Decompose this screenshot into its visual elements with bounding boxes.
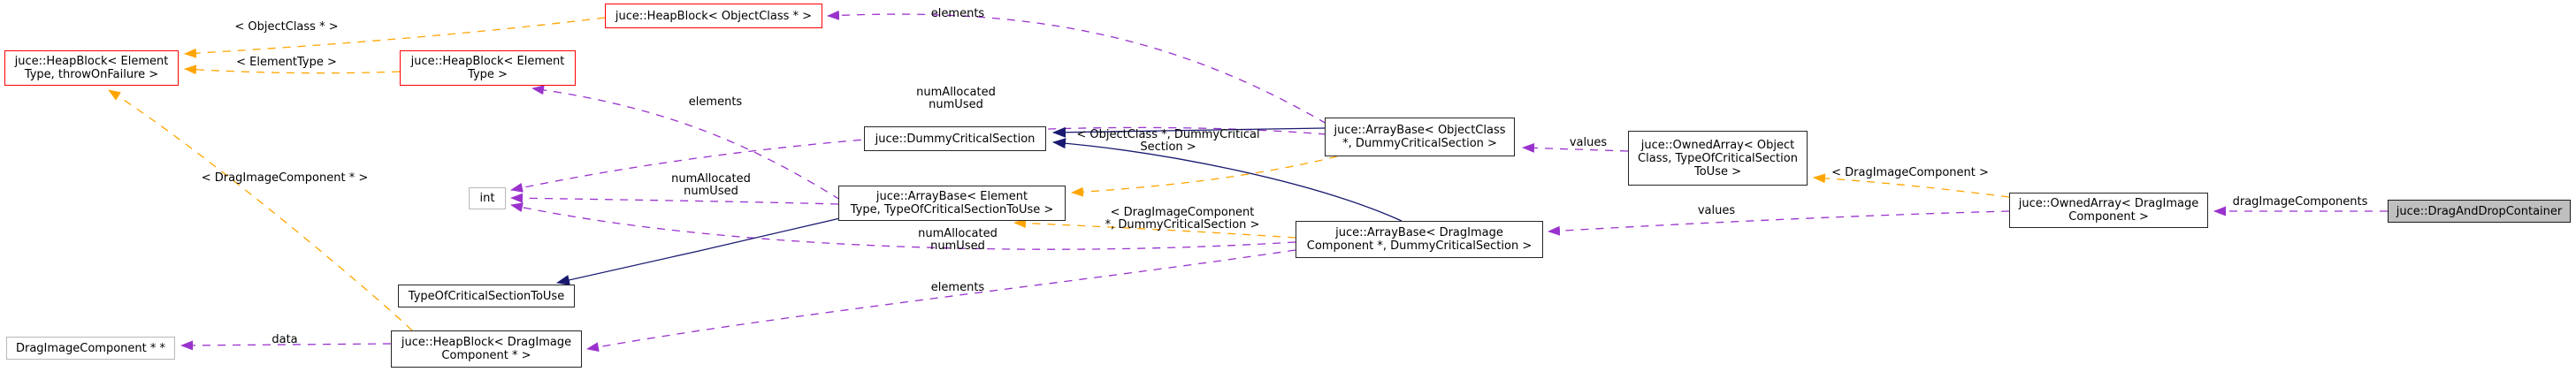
class-node-heapblock-dragimagecomponent[interactable]: juce::HeapBlock< DragImage Component * >	[391, 330, 582, 368]
edge-label-data: data	[271, 333, 298, 346]
class-node-draganddropcontainer: juce::DragAndDropContainer	[2388, 200, 2571, 223]
edge-template-objectclass-dummy	[1071, 156, 1338, 197]
edge-template-objectclass-star	[184, 17, 606, 58]
edge-template-elementtype	[184, 65, 401, 75]
type-node-dragimagecomponent-ptr-ptr: DragImageComponent * *	[6, 337, 175, 360]
class-node-ownedarray-objectclass[interactable]: juce::OwnedArray< Object Class, TypeOfCr…	[1628, 131, 1808, 186]
edge-label-elements-mid: elements	[688, 95, 743, 109]
edge-inherit-arraybase-objectclass-dummycriticalsection	[1052, 126, 1326, 138]
class-node-heapblock-element-throwonfailure[interactable]: juce::HeapBlock< Element Type, throwOnFa…	[4, 50, 179, 86]
edge-label-numallocated-bottom: numAllocated numUsed	[918, 227, 998, 253]
class-node-heapblock-elementtype[interactable]: juce::HeapBlock< Element Type >	[400, 50, 576, 86]
edge-template-dragimagecomponent	[1813, 173, 2010, 198]
edge-label-elements-bottom: elements	[930, 281, 985, 294]
class-node-dummycriticalsection[interactable]: juce::DummyCriticalSection	[864, 126, 1046, 151]
edge-elements-to-heapblock-objectclass	[827, 10, 1327, 125]
edge-template-dragimage-dummy	[1013, 218, 1296, 239]
class-node-heapblock-objectclass-ptr[interactable]: juce::HeapBlock< ObjectClass * >	[605, 4, 822, 28]
edge-numallocated-from-arraybase-dragimage	[510, 202, 1296, 250]
edge-numallocated-from-arraybase-elementtype	[510, 193, 839, 205]
edge-values-bottom	[1548, 210, 2010, 236]
class-node-arraybase-objectclass[interactable]: juce::ArrayBase< ObjectClass *, DummyCri…	[1325, 118, 1515, 156]
type-node-int: int	[469, 187, 506, 209]
edge-inherit-arraybase-dragimage-dummycriticalsection	[1052, 138, 1403, 222]
edge-label-numallocated-top: numAllocated numUsed	[916, 86, 996, 111]
edge-label-values-bottom: values	[1697, 204, 1736, 217]
edge-elements-to-heapblock-dragimage	[586, 249, 1296, 353]
edge-label-template-dragimagecomponent-star: < DragImageComponent * >	[201, 171, 369, 185]
edge-label-elements-top: elements	[930, 7, 985, 20]
edge-label-values-top: values	[1569, 136, 1608, 149]
edge-label-dragimagecomponents: dragImageComponents	[2232, 195, 2368, 209]
class-node-ownedarray-dragimagecomponent[interactable]: juce::OwnedArray< DragImage Component >	[2009, 193, 2208, 228]
class-node-arraybase-elementtype[interactable]: juce::ArrayBase< Element Type, TypeOfCri…	[838, 186, 1066, 221]
edge-label-template-elementtype: < ElementType >	[236, 56, 337, 69]
edge-label-template-dragimagecomponent: < DragImageComponent >	[1831, 166, 1989, 179]
class-node-typeofcriticalsectiontouse: TypeOfCriticalSectionToUse	[398, 285, 575, 307]
edge-label-template-dragimage-dummy: < DragImageComponent *, DummyCriticalSec…	[1105, 206, 1260, 232]
edge-data	[180, 340, 392, 351]
edge-inherit-arraybase-elementtype-typeofcriticalsection	[556, 217, 841, 285]
edge-values-top	[1522, 142, 1629, 153]
edge-label-template-objectclass-dummy: < ObjectClass *, DummyCritical Section >	[1076, 128, 1260, 154]
class-node-arraybase-dragimagecomponent[interactable]: juce::ArrayBase< DragImage Component *, …	[1296, 221, 1543, 258]
edge-template-dragimagecomponent-star	[108, 89, 413, 331]
edge-label-numallocated-mid: numAllocated numUsed	[671, 172, 751, 198]
edge-label-template-objectclass-star: < ObjectClass * >	[234, 20, 339, 34]
edge-elements-to-heapblock-elementtype	[531, 85, 841, 201]
